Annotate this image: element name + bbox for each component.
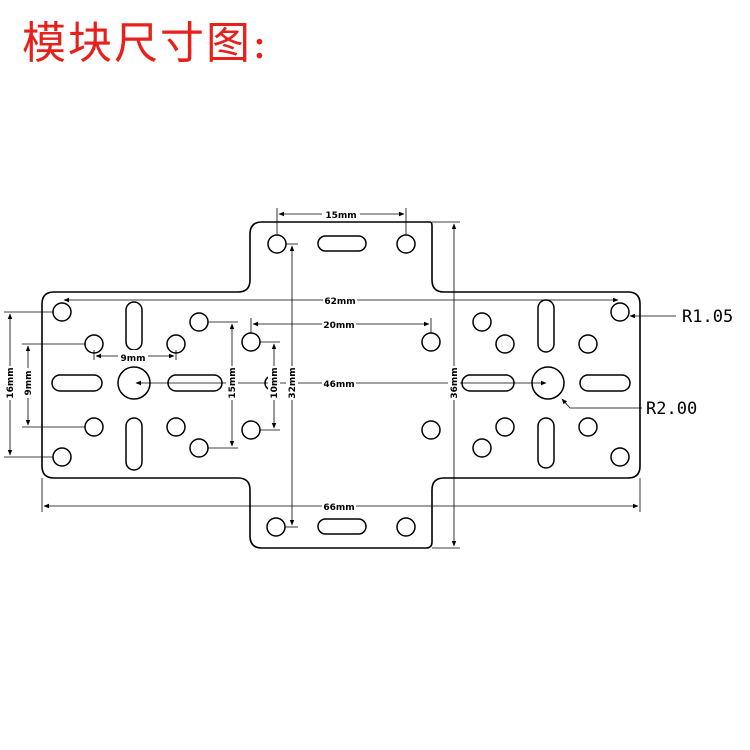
corner-hole [52, 302, 72, 322]
slot [125, 417, 143, 471]
slot [317, 518, 367, 535]
slot [51, 374, 103, 392]
dimension-label: 15mm [228, 367, 238, 398]
dimension-label: 10mm [270, 367, 280, 398]
corner-hole [610, 447, 630, 467]
dimension-label: 16mm [6, 367, 16, 398]
slot [317, 235, 367, 252]
plate-outline [41, 221, 641, 549]
mount-hole [241, 420, 261, 440]
dimension-label: 62mm [324, 297, 355, 307]
mount-hole [472, 438, 492, 458]
mount-hole [396, 517, 416, 537]
mount-hole [166, 417, 186, 437]
mount-hole [578, 417, 598, 437]
mount-hole [495, 334, 515, 354]
mount-hole [241, 332, 261, 352]
dimension-label: 9mm [120, 354, 145, 364]
radius-label: R2.00 [646, 399, 697, 419]
slot [537, 417, 555, 469]
mount-hole [472, 312, 492, 332]
mount-hole [495, 417, 515, 437]
radius-label: R1.05 [682, 307, 733, 327]
mount-hole [267, 234, 287, 254]
mount-hole [189, 438, 209, 458]
mount-hole [578, 334, 598, 354]
dimension-label: 66mm [323, 503, 354, 513]
mount-hole [266, 517, 286, 537]
corner-hole [52, 447, 72, 467]
corner-hole [610, 302, 630, 322]
dimension-label: 46mm [323, 380, 354, 390]
dimension-label: 32mm [288, 367, 298, 398]
mount-hole [84, 417, 104, 437]
page-title: 模块尺寸图: [22, 18, 269, 69]
dimension-label: 9mm [24, 370, 34, 395]
slot [125, 301, 143, 351]
slot [537, 299, 555, 353]
slot [579, 374, 631, 392]
dimension-label: 20mm [323, 321, 354, 331]
leader-line [561, 398, 642, 409]
dimension-label: 36mm [450, 367, 460, 398]
mount-hole [421, 420, 441, 440]
dimension-label: 15mm [325, 211, 356, 221]
mount-hole [396, 234, 416, 254]
mount-hole [189, 312, 209, 332]
mount-hole [421, 332, 441, 352]
